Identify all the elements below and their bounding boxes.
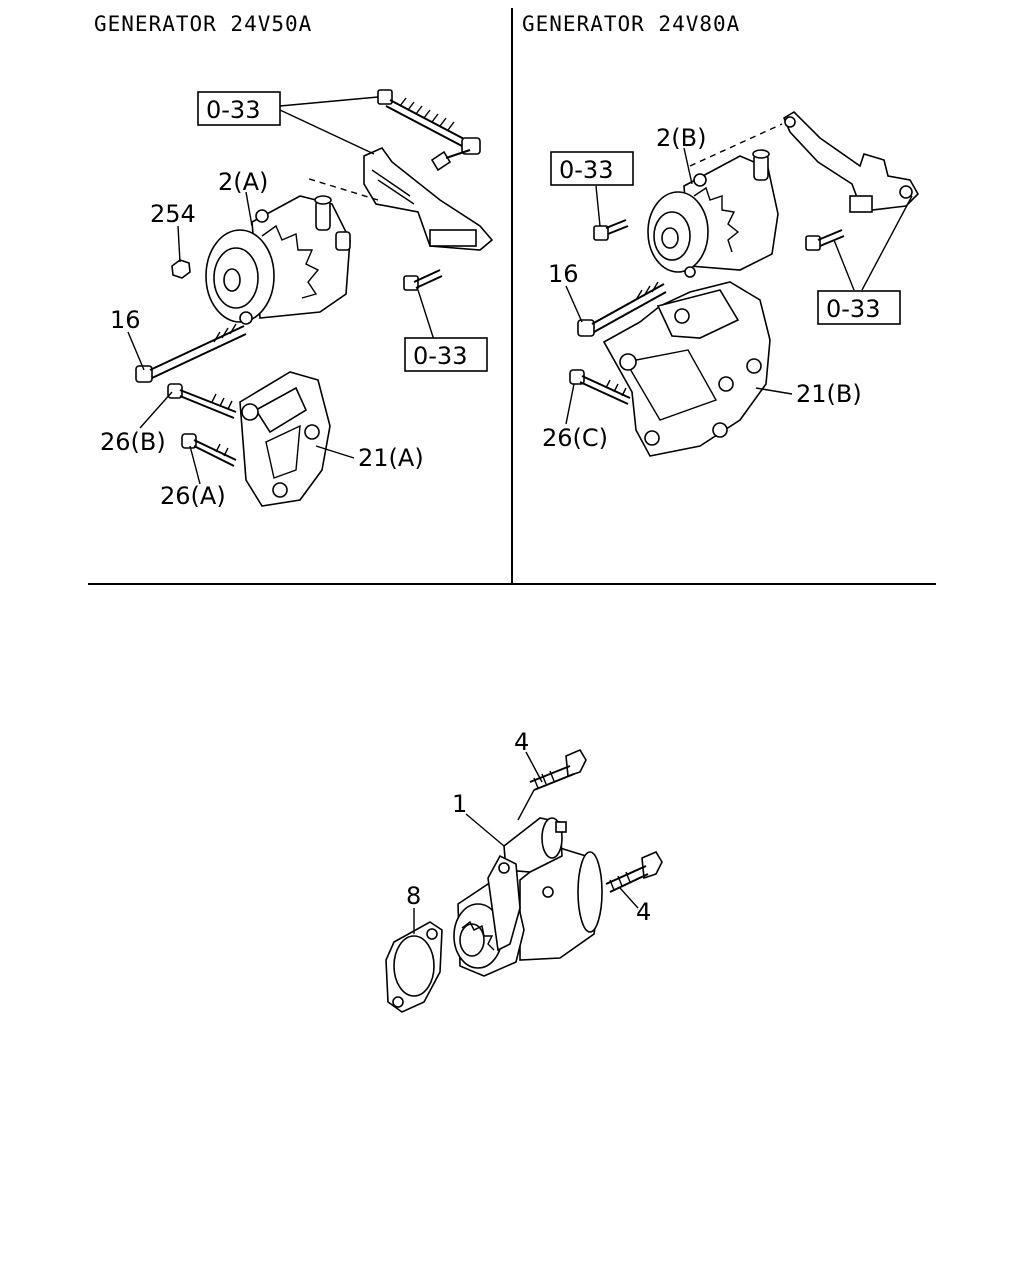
bolt-16-right (577, 281, 667, 337)
bolt-26c (569, 369, 631, 405)
ref-box-left-bottom (404, 337, 488, 372)
label-4-top: 4 (514, 728, 529, 756)
adjust-bolt-left (377, 89, 481, 155)
bracket-bolt-right (805, 229, 845, 251)
bracket-21a (239, 371, 331, 507)
starter-assembly (385, 748, 663, 1013)
label-2b: 2(B) (656, 124, 706, 152)
starter-motor (453, 817, 603, 977)
ref-label-left-bottom: 0-33 (413, 342, 467, 370)
ref-box-right-left (550, 151, 634, 186)
label-8: 8 (406, 882, 421, 910)
gasket-8 (385, 921, 443, 1013)
generator-a (205, 195, 351, 325)
label-21b: 21(B) (796, 380, 862, 408)
bottom-leader-lines (413, 751, 639, 934)
starter-bolt-top (529, 748, 587, 791)
right-panel-title: GENERATOR 24V80A (522, 12, 740, 36)
adjust-bracket-left (363, 147, 494, 251)
ref-label-left-top: 0-33 (206, 96, 260, 124)
ref-box-left-top (197, 91, 281, 126)
bracket-21b (602, 281, 771, 457)
label-16-right: 16 (548, 260, 579, 288)
label-254: 254 (150, 200, 196, 228)
right-generator-assembly (569, 110, 919, 457)
label-2a: 2(A) (218, 168, 268, 196)
ref-label-right-right: 0-33 (826, 295, 880, 323)
ref-label-right-left: 0-33 (559, 156, 613, 184)
bolt-26b (167, 383, 237, 419)
starter-bolt-right (605, 850, 663, 893)
bolt-26a (181, 433, 237, 467)
label-4-right: 4 (636, 898, 651, 926)
label-16-left: 16 (110, 306, 141, 334)
right-leader-lines (565, 147, 913, 425)
label-26b: 26(B) (100, 428, 166, 456)
gen-bolt-right (593, 219, 629, 241)
nut-254 (171, 259, 191, 279)
label-26a: 26(A) (160, 482, 226, 510)
bolt-16-left (135, 323, 247, 383)
left-leader-lines (127, 96, 435, 485)
label-26c: 26(C) (542, 424, 608, 452)
bracket-bolt-left (403, 269, 443, 291)
generator-b (647, 149, 779, 278)
label-1: 1 (452, 790, 467, 818)
label-21a: 21(A) (358, 444, 424, 472)
left-panel-title: GENERATOR 24V50A (94, 12, 312, 36)
ref-box-right-right (817, 290, 901, 325)
adjust-bracket-right (782, 110, 919, 213)
left-generator-assembly (135, 89, 494, 507)
